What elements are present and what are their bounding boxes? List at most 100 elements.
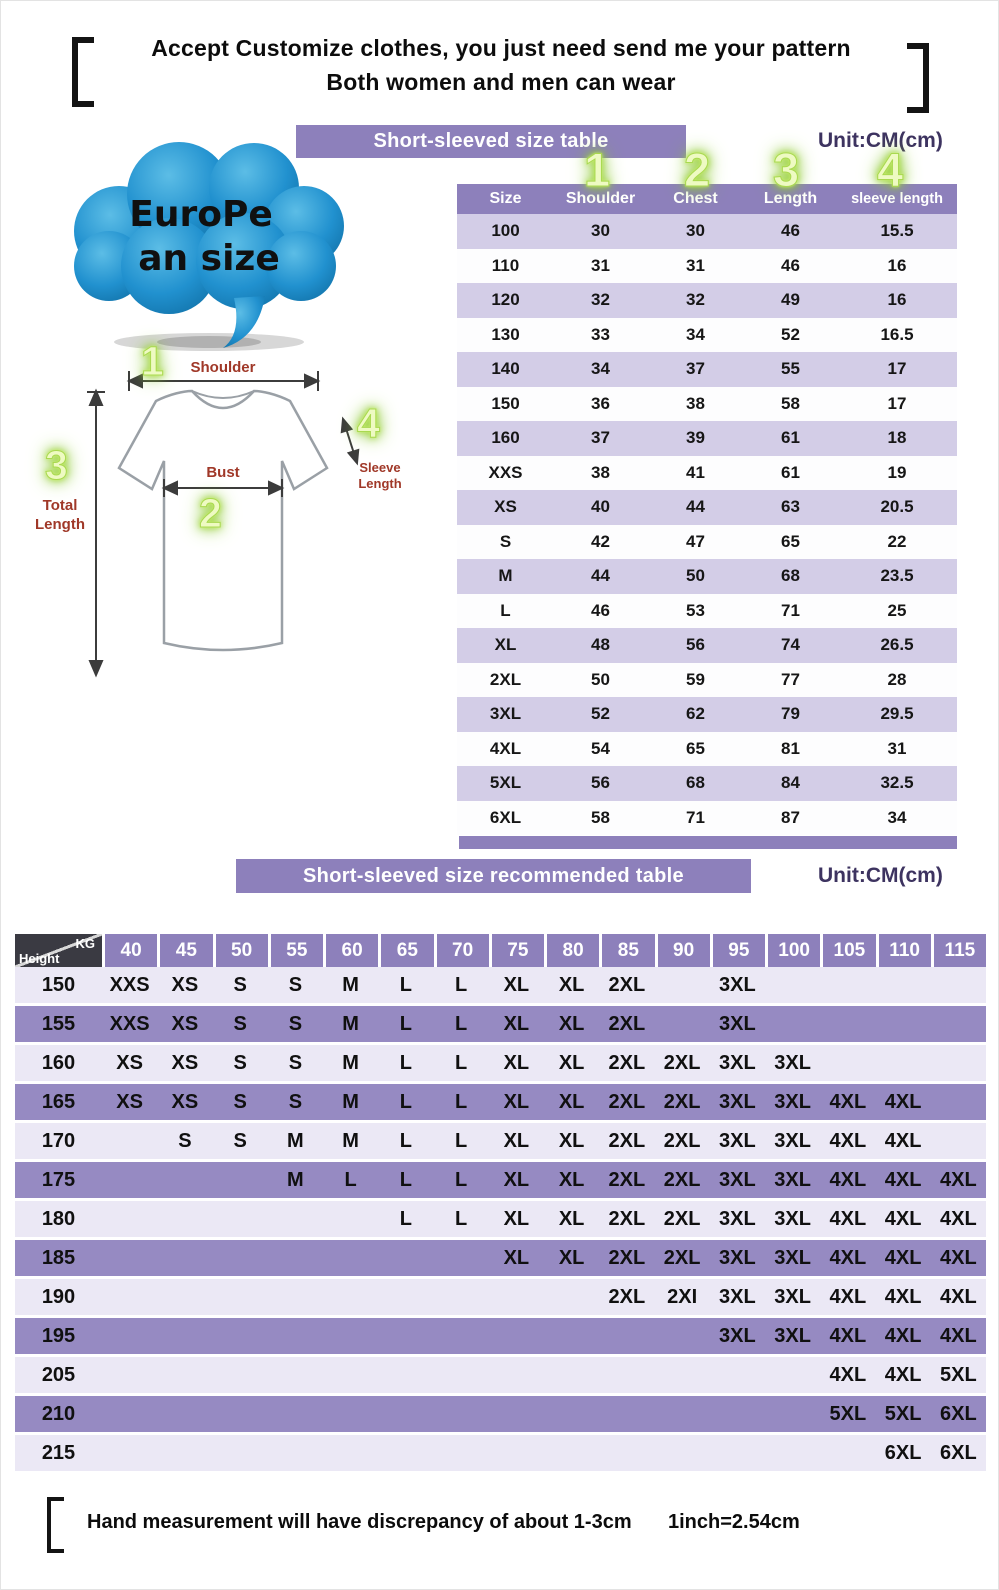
recommended-size-cell (102, 1435, 158, 1474)
weight-col-header: 115 (930, 934, 986, 967)
height-row-header: 175 (15, 1162, 102, 1201)
height-row-header: 195 (15, 1318, 102, 1357)
size-table-cell: 47 (647, 524, 744, 559)
recommended-size-cell (488, 1435, 544, 1474)
size-table-cell: 44 (554, 559, 647, 594)
recommended-size-cell (102, 1318, 158, 1357)
recommended-size-cell: XL (488, 1240, 544, 1279)
size-table-cell: 31 (554, 248, 647, 283)
recommended-size-cell (378, 1357, 434, 1396)
size-table-cell: 46 (744, 214, 837, 249)
inch-conversion-note: 1inch=2.54cm (668, 1511, 800, 1533)
recommended-size-cell (599, 1435, 655, 1474)
size-table-col-header: sleeve length (837, 184, 957, 214)
recommended-size-cell: 4XL (820, 1123, 876, 1162)
size-table-cell: 74 (744, 628, 837, 663)
recommended-size-cell: 4XL (875, 1084, 931, 1123)
recommended-size-cell: 2XL (654, 1123, 710, 1162)
recommended-size-cell: L (323, 1162, 379, 1201)
recommended-size-cell: 2XL (654, 1162, 710, 1201)
column-marker-2: 2 (683, 143, 711, 196)
recommended-size-cell (765, 1006, 821, 1045)
recommended-size-cell: 3XL (709, 1279, 765, 1318)
size-table-cell: 56 (647, 628, 744, 663)
recommended-size-cell: S (212, 1006, 268, 1045)
size-table-cell: 110 (457, 248, 554, 283)
page-title-line1: Accept Customize clothes, you just need … (151, 35, 851, 61)
size-table-cell: 16 (837, 248, 957, 283)
diagram-marker-2: 2 (199, 490, 223, 536)
recommended-size-cell (544, 1318, 600, 1357)
size-table-cell: 120 (457, 283, 554, 318)
weight-col-header: 85 (599, 934, 655, 967)
recommended-size-cell: 3XL (709, 1006, 765, 1045)
size-table-cell: 50 (647, 559, 744, 594)
weight-col-header: 90 (654, 934, 710, 967)
size-table-cell: 30 (647, 214, 744, 249)
recommended-size-cell: 3XL (709, 967, 765, 1006)
recommended-size-cell: 6XL (930, 1435, 986, 1474)
recommended-size-cell (212, 1357, 268, 1396)
size-table-cell: 160 (457, 421, 554, 456)
height-row-header: 210 (15, 1396, 102, 1435)
size-table-cell: 71 (744, 593, 837, 628)
recommended-size-cell (820, 967, 876, 1006)
recommended-size-cell (488, 1396, 544, 1435)
recommended-size-cell (157, 1240, 213, 1279)
weight-col-header: 45 (157, 934, 213, 967)
recommended-size-cell: S (212, 1084, 268, 1123)
recommended-size-cell (599, 1357, 655, 1396)
total-length-line1: Total (42, 497, 78, 514)
recommended-size-cell (267, 1240, 323, 1279)
recommended-size-cell: 2XL (599, 1240, 655, 1279)
recommended-size-cell (765, 1396, 821, 1435)
recommended-size-cell: 4XL (930, 1240, 986, 1279)
recommended-size-cell (212, 1162, 268, 1201)
height-row-header: 170 (15, 1123, 102, 1162)
measurement-note: Hand measurement will have discrepancy o… (87, 1511, 632, 1533)
recommended-size-cell: 3XL (765, 1123, 821, 1162)
recommended-size-cell: 6XL (930, 1396, 986, 1435)
recommended-size-cell: M (323, 1123, 379, 1162)
recommended-size-cell (267, 1318, 323, 1357)
recommended-size-cell (102, 1357, 158, 1396)
weight-col-header: 40 (102, 934, 158, 967)
recommended-size-cell: S (212, 967, 268, 1006)
recommended-size-cell: S (267, 1045, 323, 1084)
size-table-cell: 84 (744, 766, 837, 801)
column-marker-3: 3 (772, 143, 800, 196)
recommended-size-cell: S (267, 1006, 323, 1045)
recommended-size-cell: 3XL (709, 1162, 765, 1201)
recommended-size-cell: 5XL (875, 1396, 931, 1435)
recommended-size-cell: 4XL (930, 1162, 986, 1201)
size-table-cell: 34 (837, 800, 957, 835)
size-table-cell: 31 (647, 248, 744, 283)
recommended-size-cell: 2XL (599, 1201, 655, 1240)
size-table-cell: 16 (837, 283, 957, 318)
recommended-size-cell (102, 1162, 158, 1201)
size-table-cell: 61 (744, 455, 837, 490)
size-table-cell: 100 (457, 214, 554, 249)
sleeve-length-label: Sleeve Length (347, 460, 413, 493)
size-table-cell: 61 (744, 421, 837, 456)
weight-col-header: 55 (267, 934, 323, 967)
recommended-size-cell (378, 1240, 434, 1279)
recommended-size-cell (930, 1084, 986, 1123)
recommended-size-cell: 2XL (599, 1006, 655, 1045)
size-table-cell: 54 (554, 731, 647, 766)
recommended-size-cell: 3XL (765, 1045, 821, 1084)
size-table-cell: 38 (554, 455, 647, 490)
recommended-size-cell: 3XL (709, 1123, 765, 1162)
recommended-size-cell (544, 1396, 600, 1435)
size-table-col-header: Chest (647, 184, 744, 214)
recommended-size-cell: XS (102, 1084, 158, 1123)
recommended-size-cell: 4XL (820, 1162, 876, 1201)
recommended-size-cell (488, 1318, 544, 1357)
size-table-cell: 16.5 (837, 317, 957, 352)
size-table-cell: 37 (554, 421, 647, 456)
recommended-size-cell: 4XL (820, 1084, 876, 1123)
recommended-size-cell (930, 1123, 986, 1162)
size-table-cell: 46 (744, 248, 837, 283)
recommended-size-cell (544, 1435, 600, 1474)
recommended-size-cell (765, 1435, 821, 1474)
